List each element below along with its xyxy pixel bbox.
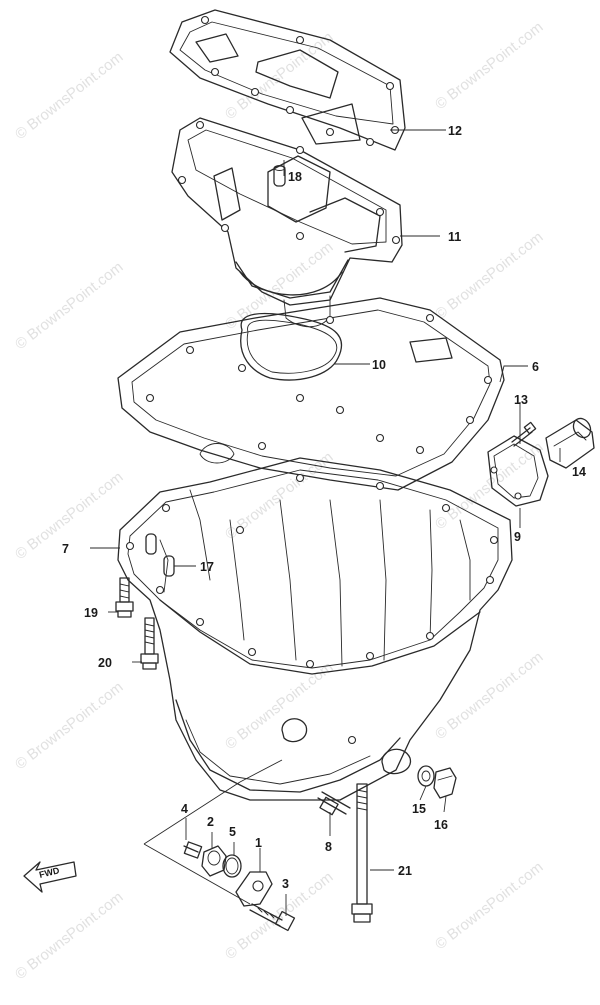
- callout-5: 5: [229, 825, 236, 839]
- callout-3: 3: [282, 877, 289, 891]
- callout-21: 21: [398, 864, 412, 878]
- forward-direction-arrow: FWD: [23, 861, 77, 893]
- callout-17: 17: [200, 560, 214, 574]
- washer-15-part: [417, 765, 435, 787]
- side-bracket-part: [487, 435, 549, 507]
- oil-pan-part: [117, 457, 513, 801]
- callout-18: 18: [288, 170, 302, 184]
- callout-1: 1: [255, 836, 262, 850]
- callout-16: 16: [434, 818, 448, 832]
- leader-lines: [90, 129, 561, 916]
- stud-8-part: [317, 791, 351, 816]
- bolt-4-part: [183, 841, 203, 859]
- large-gasket-part: [117, 297, 505, 491]
- watermark-text: © BrownsPoint.com: [12, 679, 126, 774]
- forward-direction-label: FWD: [38, 865, 61, 880]
- watermark-text: © BrownsPoint.com: [12, 469, 126, 564]
- callout-2: 2: [207, 815, 214, 829]
- callout-8: 8: [325, 840, 332, 854]
- top-gasket-part: [169, 9, 406, 151]
- watermark-text: © BrownsPoint.com: [432, 859, 546, 954]
- long-bolt-21-part: [351, 783, 373, 923]
- callout-10: 10: [372, 358, 386, 372]
- callout-4: 4: [181, 802, 188, 816]
- callout-labels: 12 18 11 10 6 13 14 9 7 17 19 20 4 15 2 …: [62, 124, 586, 891]
- bolt-3-part: [249, 903, 296, 932]
- bolt-19-part: [115, 577, 134, 618]
- watermark-text: © BrownsPoint.com: [12, 259, 126, 354]
- plug-16-part: [433, 767, 457, 799]
- callout-20: 20: [98, 656, 112, 670]
- oring-5-part: [222, 854, 242, 878]
- collar-2-part: [201, 845, 227, 877]
- upper-housing-part: [171, 117, 403, 328]
- watermark-text: © BrownsPoint.com: [222, 239, 336, 334]
- oring-gasket-part: [240, 312, 343, 381]
- watermark-text: © BrownsPoint.com: [432, 649, 546, 744]
- bracket-1-part: [235, 871, 273, 907]
- callout-15: 15: [412, 802, 426, 816]
- callout-6: 6: [532, 360, 539, 374]
- callout-9: 9: [514, 530, 521, 544]
- callout-12: 12: [448, 124, 462, 138]
- small-bolt-13-part: [511, 421, 537, 447]
- callout-11: 11: [448, 230, 461, 244]
- watermark-text: © BrownsPoint.com: [222, 29, 336, 124]
- bolt-20-part: [140, 617, 159, 670]
- callout-19: 19: [84, 606, 98, 620]
- callout-7: 7: [62, 542, 69, 556]
- watermark-text: © BrownsPoint.com: [432, 19, 546, 114]
- callout-14: 14: [572, 465, 586, 479]
- watermark-text: © BrownsPoint.com: [12, 49, 126, 144]
- watermark-text: © BrownsPoint.com: [12, 889, 126, 984]
- sensor-part: [545, 417, 595, 469]
- watermark-layer: © BrownsPoint.com © BrownsPoint.com © Br…: [12, 19, 546, 984]
- callout-13: 13: [514, 393, 528, 407]
